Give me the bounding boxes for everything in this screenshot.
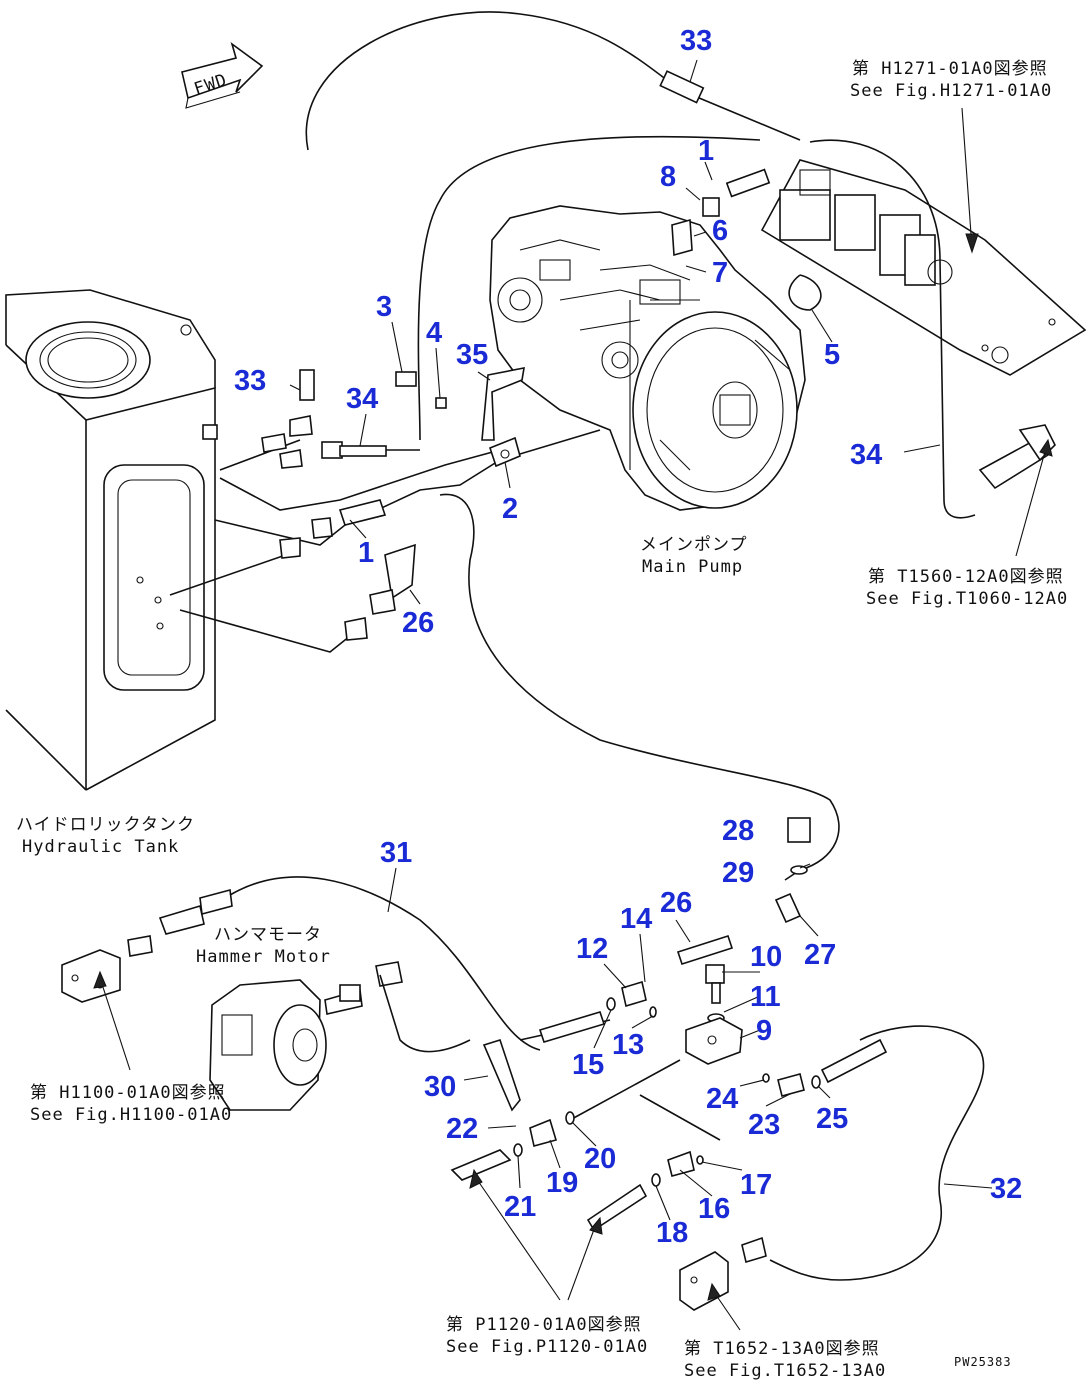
callout-21: 21 (504, 1191, 536, 1223)
callout-26-lower: 26 (660, 887, 692, 919)
callout-20: 20 (584, 1143, 616, 1175)
callout-27: 27 (804, 939, 836, 971)
callout-33: 33 (680, 25, 712, 57)
callout-5: 5 (824, 339, 840, 371)
lower-fittings (450, 817, 888, 1232)
callout-13: 13 (612, 1029, 644, 1061)
callout-15: 15 (572, 1049, 604, 1081)
callout-33-tank: 33 (234, 365, 266, 397)
main-pump-jp: メインポンプ (640, 535, 748, 555)
callout-1-lower: 1 (358, 537, 374, 569)
upper-fittings (261, 70, 1056, 641)
callout-23: 23 (748, 1109, 780, 1141)
upper-hoses (169, 11, 976, 871)
drawing-code: PW25383 (954, 1355, 1012, 1369)
ref-t1652-en: See Fig.T1652-13A0 (684, 1361, 886, 1381)
callout-25: 25 (816, 1103, 848, 1135)
ref-top-right-en: See Fig.H1271-01A0 (850, 81, 1052, 101)
ref-h1100-en: See Fig.H1100-01A0 (30, 1105, 232, 1125)
callout-11: 11 (750, 981, 781, 1013)
callout-35: 35 (456, 339, 488, 371)
hammer-motor (209, 961, 403, 1111)
callout-24: 24 (706, 1083, 738, 1115)
callout-14: 14 (620, 903, 652, 935)
reference-labels: 第 H1271-01A0図参照 See Fig.H1271-01A0 第 T15… (16, 59, 1068, 1381)
callout-31: 31 (380, 837, 412, 869)
callout-18: 18 (656, 1217, 688, 1249)
callout-3: 3 (376, 291, 392, 323)
callout-12: 12 (576, 933, 608, 965)
hammer-motor-en: Hammer Motor (196, 947, 331, 967)
callout-30: 30 (424, 1071, 456, 1103)
hammer-motor-jp: ハンマモータ (214, 925, 322, 945)
callout-26: 26 (402, 607, 434, 639)
callout-32: 32 (990, 1173, 1022, 1205)
callout-2: 2 (502, 493, 518, 525)
ref-right-en: See Fig.T1060-12A0 (866, 589, 1068, 609)
ref-right-jp: 第 T1560-12A0図参照 (868, 567, 1064, 587)
callout-22: 22 (446, 1113, 478, 1145)
callout-34: 34 (346, 383, 378, 415)
callout-1: 1 (698, 135, 714, 167)
main-pump-en: Main Pump (642, 557, 743, 577)
tank-jp: ハイドロリックタンク (16, 815, 195, 835)
callout-9: 9 (756, 1015, 772, 1047)
callout-8: 8 (660, 161, 676, 193)
hydraulic-tank (5, 289, 218, 791)
callouts: 33 1 8 6 7 3 4 35 5 33 34 34 2 1 26 28 2… (234, 25, 1022, 1249)
ref-p1120-jp: 第 P1120-01A0図参照 (446, 1315, 642, 1335)
leader-lines (93, 59, 1053, 1331)
ref-top-right-jp: 第 H1271-01A0図参照 (852, 59, 1048, 79)
callout-10: 10 (750, 941, 782, 973)
main-pump (489, 205, 806, 511)
callout-6: 6 (712, 215, 728, 247)
callout-34-right: 34 (850, 439, 882, 471)
tank-en: Hydraulic Tank (22, 837, 179, 857)
lower-hoses (229, 869, 985, 1281)
callout-7: 7 (712, 257, 728, 289)
callout-19: 19 (546, 1167, 578, 1199)
left-valve-block (61, 888, 233, 1003)
ref-p1120-en: See Fig.P1120-01A0 (446, 1337, 648, 1357)
ref-t1652-jp: 第 T1652-13A0図参照 (684, 1339, 880, 1359)
ref-h1100-jp: 第 H1100-01A0図参照 (30, 1083, 226, 1103)
callout-28: 28 (722, 815, 754, 847)
callout-4: 4 (426, 317, 442, 349)
control-valve (760, 159, 1087, 376)
callout-29: 29 (722, 857, 754, 889)
callout-16: 16 (698, 1193, 730, 1225)
callout-17: 17 (740, 1169, 772, 1201)
